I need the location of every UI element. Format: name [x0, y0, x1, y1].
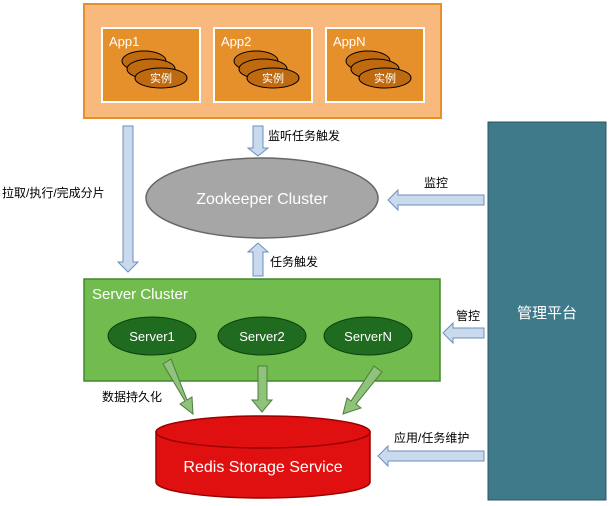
- app-label: App1: [109, 34, 139, 49]
- monitor-arrow-label: 监控: [424, 176, 448, 190]
- app-box-1: App1 实例: [101, 27, 201, 103]
- instance-shape: [358, 67, 412, 89]
- server-node-2: [217, 316, 307, 356]
- pull-arrow: [116, 125, 140, 273]
- listen-arrow: [246, 125, 270, 157]
- zookeeper-cluster: [145, 157, 379, 239]
- persist-arrow-n: [342, 365, 383, 415]
- server-node-n: [323, 316, 413, 356]
- instance-label: 实例: [150, 71, 172, 85]
- app-box-2: App2 实例: [213, 27, 313, 103]
- control-arrow: [442, 321, 485, 345]
- zookeeper-label: Zookeeper Cluster: [196, 191, 328, 208]
- maintain-arrow: [377, 444, 485, 468]
- instance-shape: [246, 67, 300, 89]
- listen-arrow-label: 监听任务触发: [268, 128, 340, 143]
- instance-label: 实例: [262, 71, 284, 85]
- server-node-1: [107, 316, 197, 356]
- persist-arrow-1: [162, 358, 194, 416]
- redis-storage: [155, 415, 371, 499]
- instance-shape: [134, 67, 188, 89]
- monitor-arrow: [387, 188, 485, 212]
- app-box-n: AppN 实例: [325, 27, 425, 103]
- trigger-arrow-label: 任务触发: [270, 254, 318, 269]
- server-cluster-label: Server Cluster: [92, 286, 188, 303]
- app-label: App2: [221, 34, 251, 49]
- server-node-label: ServerN: [344, 329, 392, 344]
- server-node-label: Server1: [129, 329, 175, 344]
- redis-label: Redis Storage Service: [183, 459, 342, 476]
- pull-arrow-label: 拉取/执行/完成分片: [2, 185, 105, 200]
- admin-label: 管理平台: [517, 305, 577, 322]
- instance-label: 实例: [374, 71, 396, 85]
- control-arrow-label: 管控: [456, 308, 480, 323]
- persist-arrow-label: 数据持久化: [102, 389, 162, 404]
- trigger-arrow: [246, 242, 270, 277]
- persist-arrow-2: [250, 365, 274, 413]
- maintain-arrow-label: 应用/任务维护: [394, 430, 469, 445]
- app-label: AppN: [333, 34, 366, 49]
- admin-platform: [487, 121, 607, 501]
- server-node-label: Server2: [239, 329, 285, 344]
